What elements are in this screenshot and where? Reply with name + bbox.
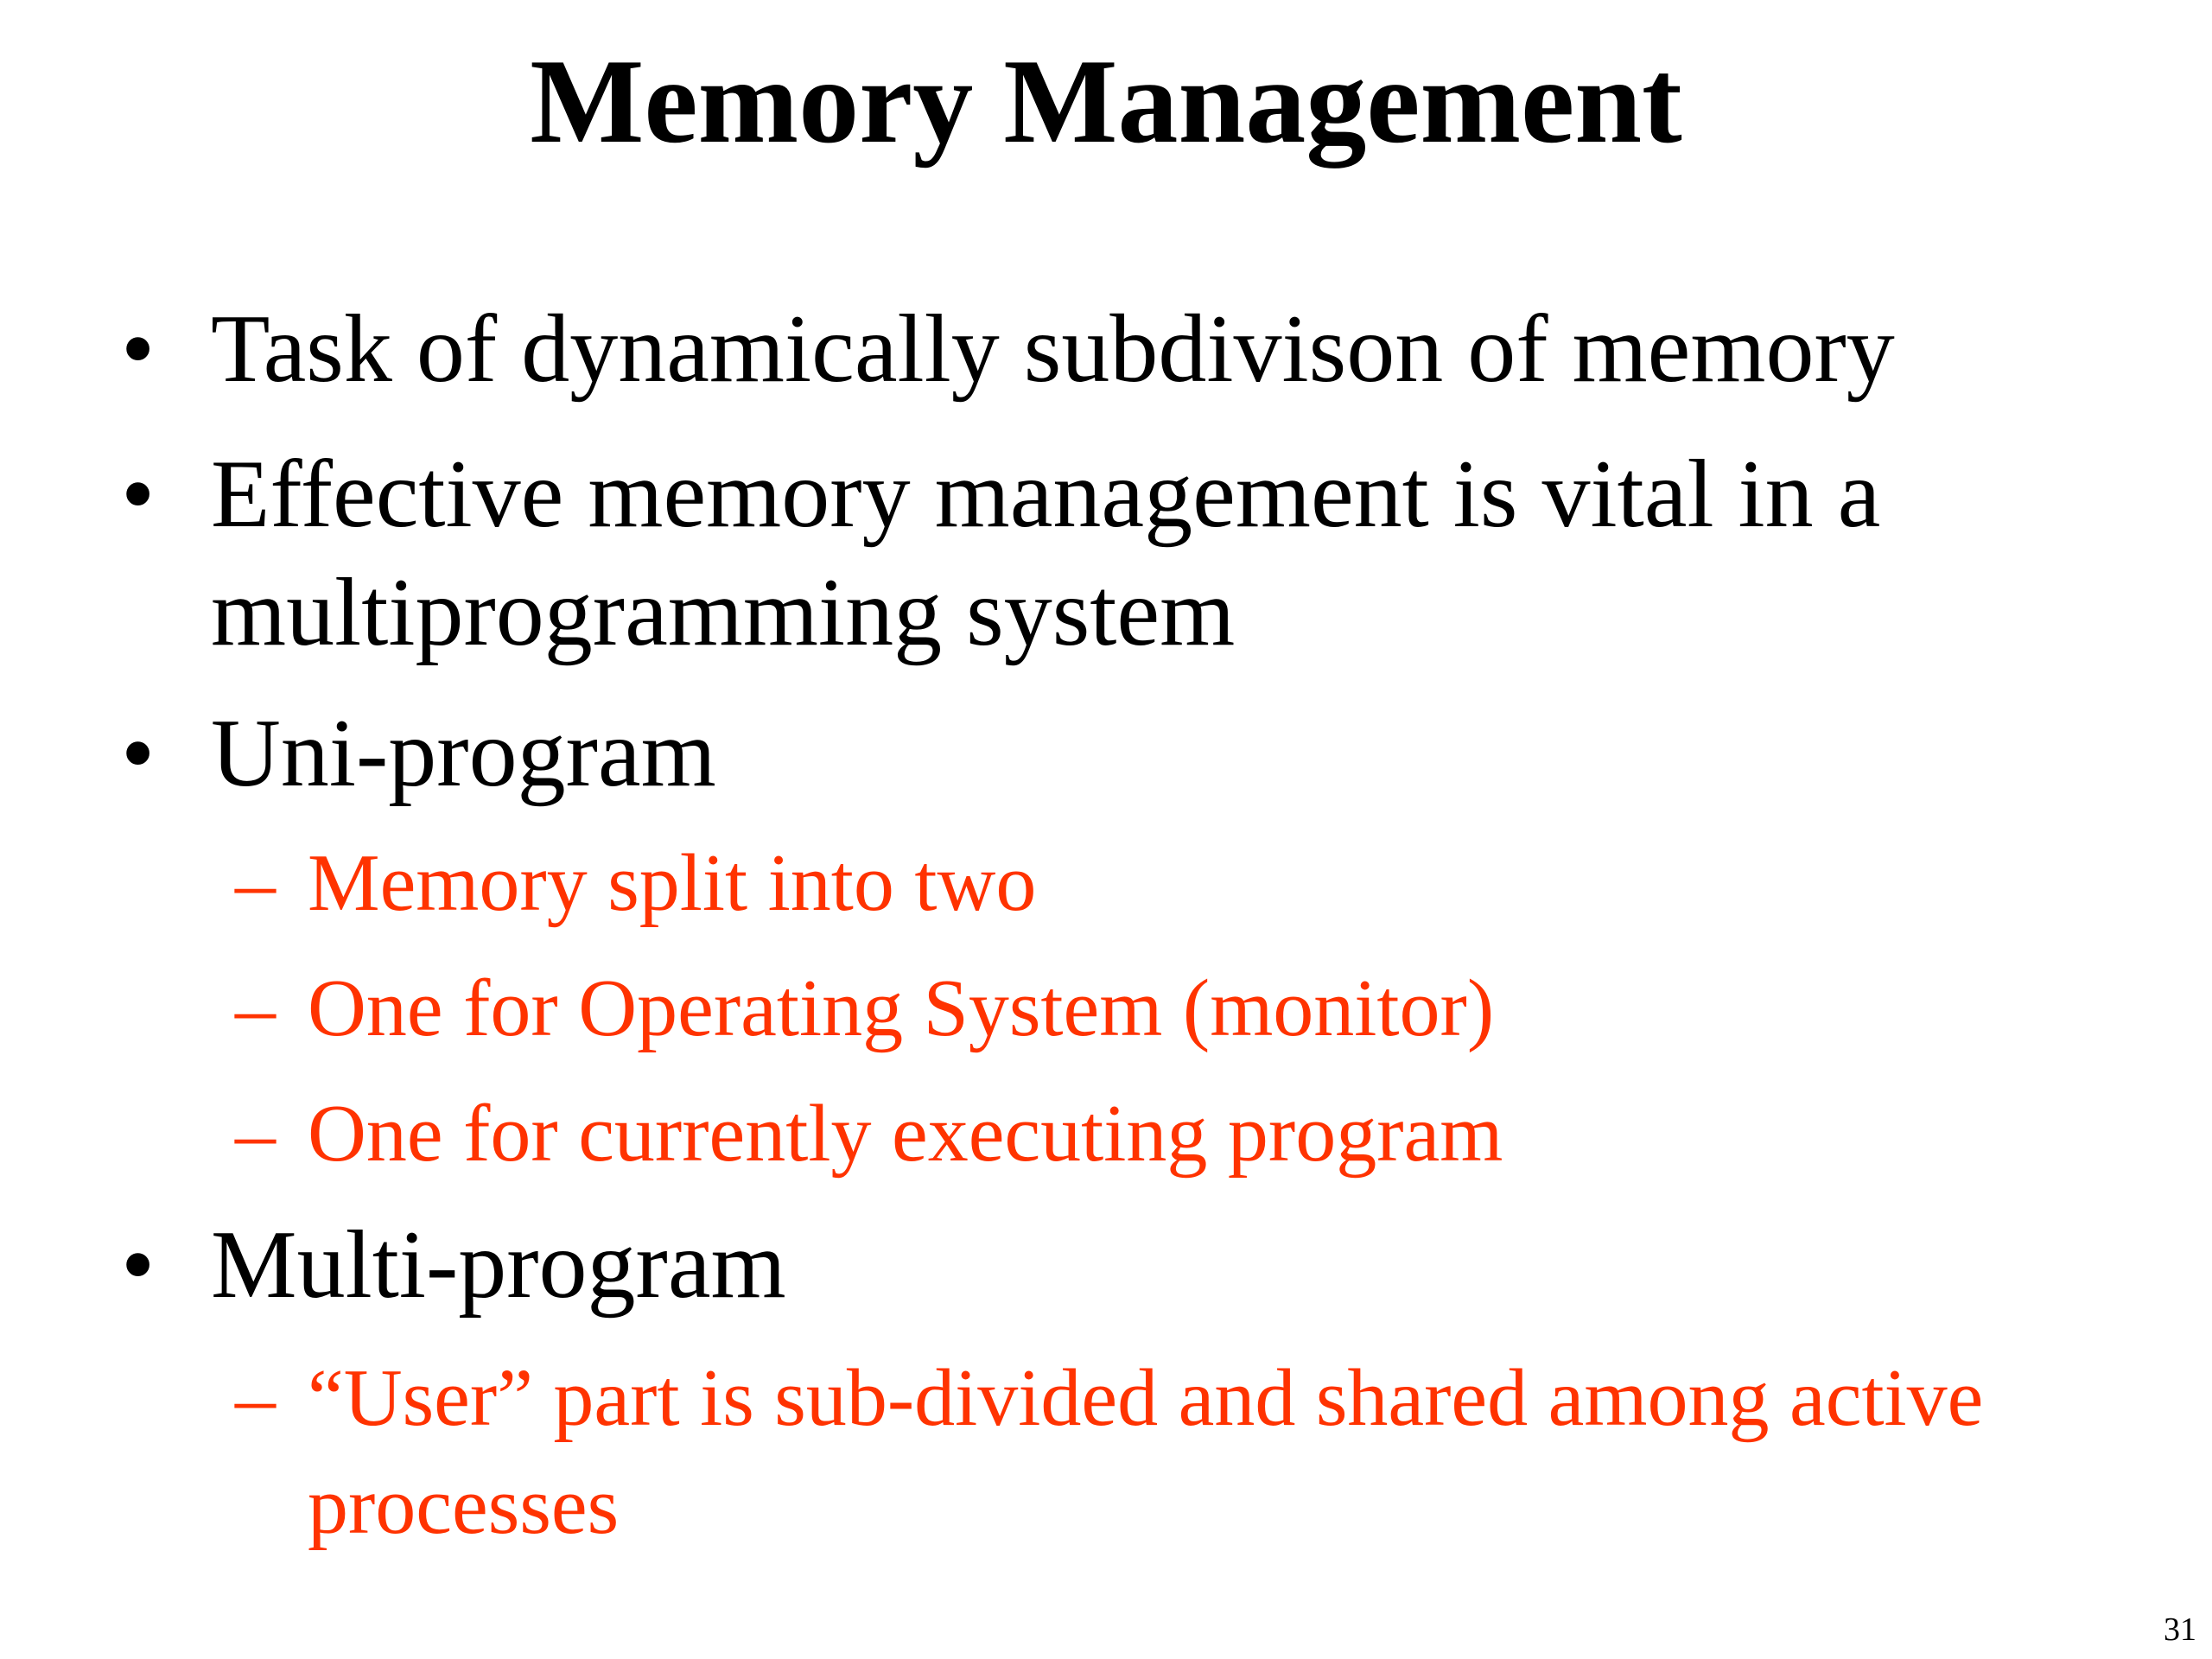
sub-item-marker: – bbox=[235, 1089, 276, 1179]
sub-item-text: “User” part is sub-divided and shared am… bbox=[308, 1353, 1984, 1443]
bullet-marker: • bbox=[121, 700, 156, 807]
page-number: 31 bbox=[2164, 1611, 2196, 1648]
sub-item-text-continued: processes bbox=[308, 1461, 620, 1551]
sub-item-text: One for Operating System (monitor) bbox=[308, 963, 1495, 1053]
bullet-marker: • bbox=[121, 1211, 156, 1319]
bullet-text: Effective memory management is vital in … bbox=[211, 441, 1881, 548]
sub-item-marker: – bbox=[235, 838, 276, 928]
bullet-text: Multi-program bbox=[211, 1211, 786, 1319]
slide-title: Memory Management bbox=[530, 35, 1682, 168]
sub-item-marker: – bbox=[235, 963, 276, 1053]
sub-item-text: Memory split into two bbox=[308, 838, 1037, 928]
bullet-marker: • bbox=[121, 296, 156, 403]
bullet-text: Uni-program bbox=[211, 700, 716, 807]
bullet-text-continued: multiprogramming system bbox=[211, 559, 1236, 666]
bullet-marker: • bbox=[121, 441, 156, 548]
sub-item-text: One for currently executing program bbox=[308, 1089, 1503, 1179]
sub-item-marker: – bbox=[235, 1353, 276, 1443]
bullet-text: Task of dynamically subdivison of memory bbox=[211, 296, 1895, 403]
